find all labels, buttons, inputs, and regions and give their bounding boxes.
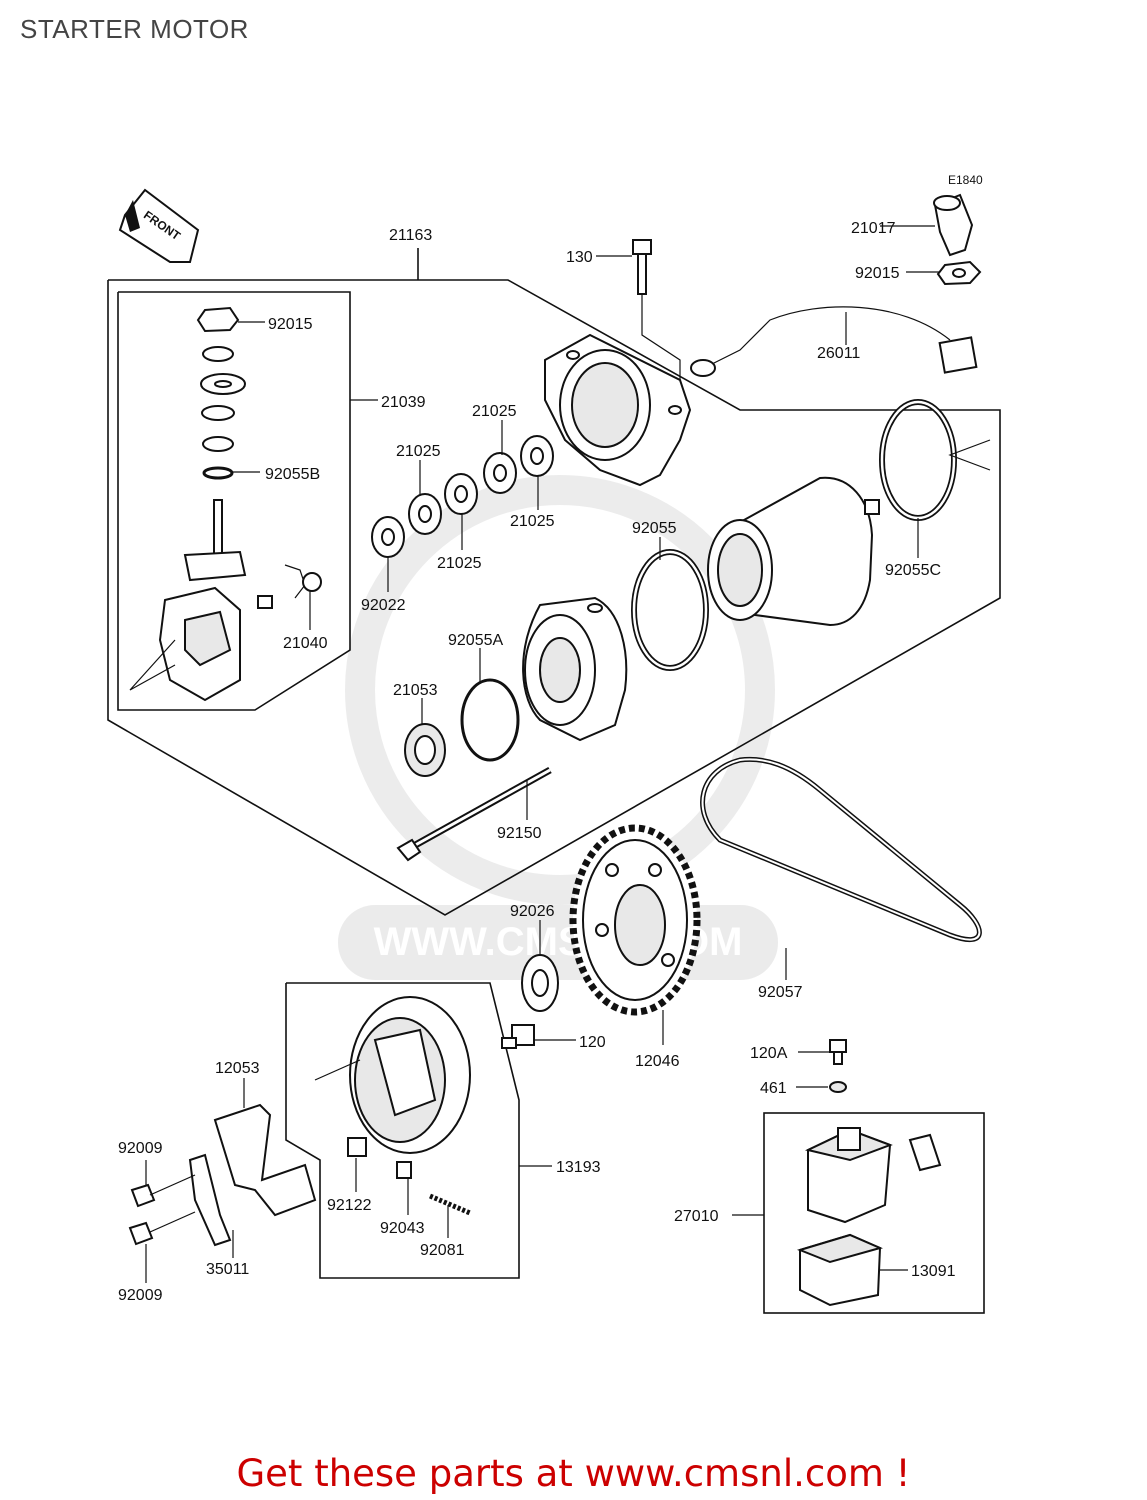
brush-holder-stack-part (158, 306, 247, 702)
part-label-21025-b: 21025 (396, 443, 441, 460)
washer-part (521, 954, 559, 1012)
part-label-92009-b: 92009 (118, 1287, 163, 1304)
cable-part (690, 306, 978, 377)
front-cover-part (522, 596, 628, 742)
part-label-92055: 92055 (632, 520, 677, 537)
motor-yoke-part (707, 476, 880, 627)
terminal-cap-part (933, 193, 974, 257)
part-label-21053: 21053 (393, 682, 438, 699)
part-label-120a: 120A (750, 1045, 788, 1062)
bolt-120-part (501, 1024, 535, 1049)
part-label-461: 461 (760, 1080, 787, 1097)
assembly-outline (107, 248, 1001, 916)
part-label-21025-a: 21025 (472, 403, 517, 420)
part-label-21017: 21017 (851, 220, 896, 237)
end-cover-part (544, 333, 692, 487)
part-label-130: 130 (566, 249, 593, 266)
oil-seal-part (404, 723, 446, 777)
part-label-92015: 92015 (855, 265, 900, 282)
part-label-27010: 27010 (674, 1208, 719, 1225)
starter-relay-part (796, 1127, 942, 1307)
part-label-92122: 92122 (327, 1197, 372, 1214)
brush-spring-part (257, 564, 322, 609)
part-label-92009-a: 92009 (118, 1140, 163, 1157)
page-title: STARTER MOTOR (20, 14, 249, 44)
part-label-13091: 13091 (911, 1263, 956, 1280)
diagram-code: E1840 (948, 173, 983, 187)
part-label-21025-d: 21025 (437, 555, 482, 572)
bracket-part (128, 1103, 317, 1247)
relay-bolt-part (829, 1039, 847, 1093)
part-label-92022: 92022 (361, 597, 406, 614)
part-label-92150: 92150 (497, 825, 542, 842)
bolt-part (632, 239, 681, 388)
part-label-21040: 21040 (283, 635, 328, 652)
part-label-21163: 21163 (389, 227, 432, 244)
part-label-21039: 21039 (381, 394, 426, 411)
part-label-12053: 12053 (215, 1060, 260, 1077)
part-label-92057: 92057 (758, 984, 803, 1001)
part-label-35011: 35011 (206, 1261, 249, 1278)
relay-box-outline (763, 1112, 985, 1314)
starter-sprocket-part (569, 824, 701, 1016)
part-label-92081: 92081 (420, 1242, 465, 1259)
o-ring-a-part (460, 678, 520, 762)
nut-part (936, 260, 982, 286)
starter-chain-part (700, 756, 982, 942)
part-label-92055b: 92055B (265, 466, 320, 483)
o-ring-part (631, 549, 709, 671)
part-label-120: 120 (579, 1034, 606, 1051)
footer-link[interactable]: Get these parts at www.cmsnl.com ! (236, 1452, 911, 1495)
part-label-92015-b: 92015 (268, 316, 313, 333)
part-label-92055c: 92055C (885, 562, 941, 579)
leader-lines (145, 225, 940, 1283)
part-label-92043: 92043 (380, 1220, 425, 1237)
starter-clutch-part (314, 996, 471, 1216)
part-label-26011: 26011 (817, 345, 860, 362)
front-arrow-icon: FRONT (118, 188, 200, 263)
part-labels: 21163 21017 92015 130 26011 92015 21039 … (118, 220, 956, 1304)
part-label-21025-c: 21025 (510, 513, 555, 530)
washer-stack-part (371, 435, 554, 558)
part-label-92026: 92026 (510, 903, 555, 920)
part-label-92055a: 92055A (448, 632, 503, 649)
part-label-13193: 13193 (556, 1159, 601, 1176)
part-label-12046: 12046 (635, 1053, 680, 1070)
clutch-box-outline (285, 982, 520, 1279)
o-ring-c-part (879, 399, 957, 521)
